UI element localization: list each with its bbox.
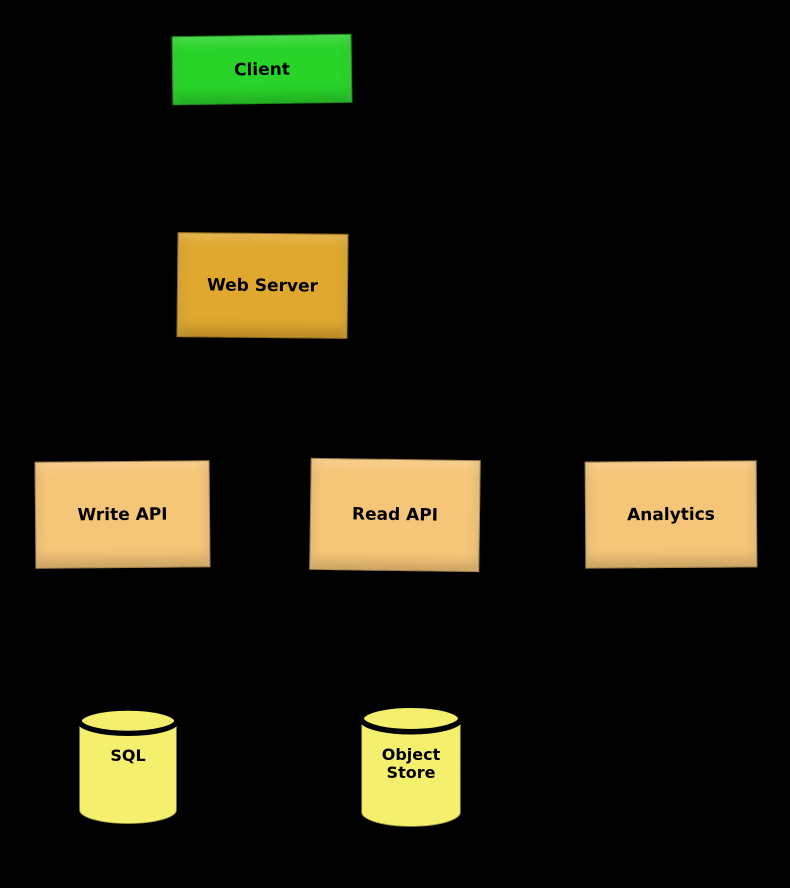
database-cylinder-icon [76, 706, 180, 825]
node-write-api-label: Write API [77, 504, 168, 525]
node-sql-database: SQL [75, 706, 181, 826]
node-object-store-database: Object Store [357, 703, 465, 829]
node-analytics: Analytics [584, 460, 758, 569]
node-web-server-label: Web Server [206, 274, 319, 297]
node-client: Client [171, 33, 353, 106]
node-read-api-label: Read API [351, 504, 439, 526]
node-write-api: Write API [34, 460, 211, 569]
node-read-api: Read API [309, 457, 481, 573]
database-cylinder-icon [358, 703, 464, 828]
node-client-label: Client [233, 59, 291, 80]
node-analytics-label: Analytics [627, 504, 715, 525]
node-object-store-label: Object Store [381, 744, 441, 783]
node-sql-label: SQL [110, 745, 146, 765]
node-web-server: Web Server [176, 232, 349, 339]
